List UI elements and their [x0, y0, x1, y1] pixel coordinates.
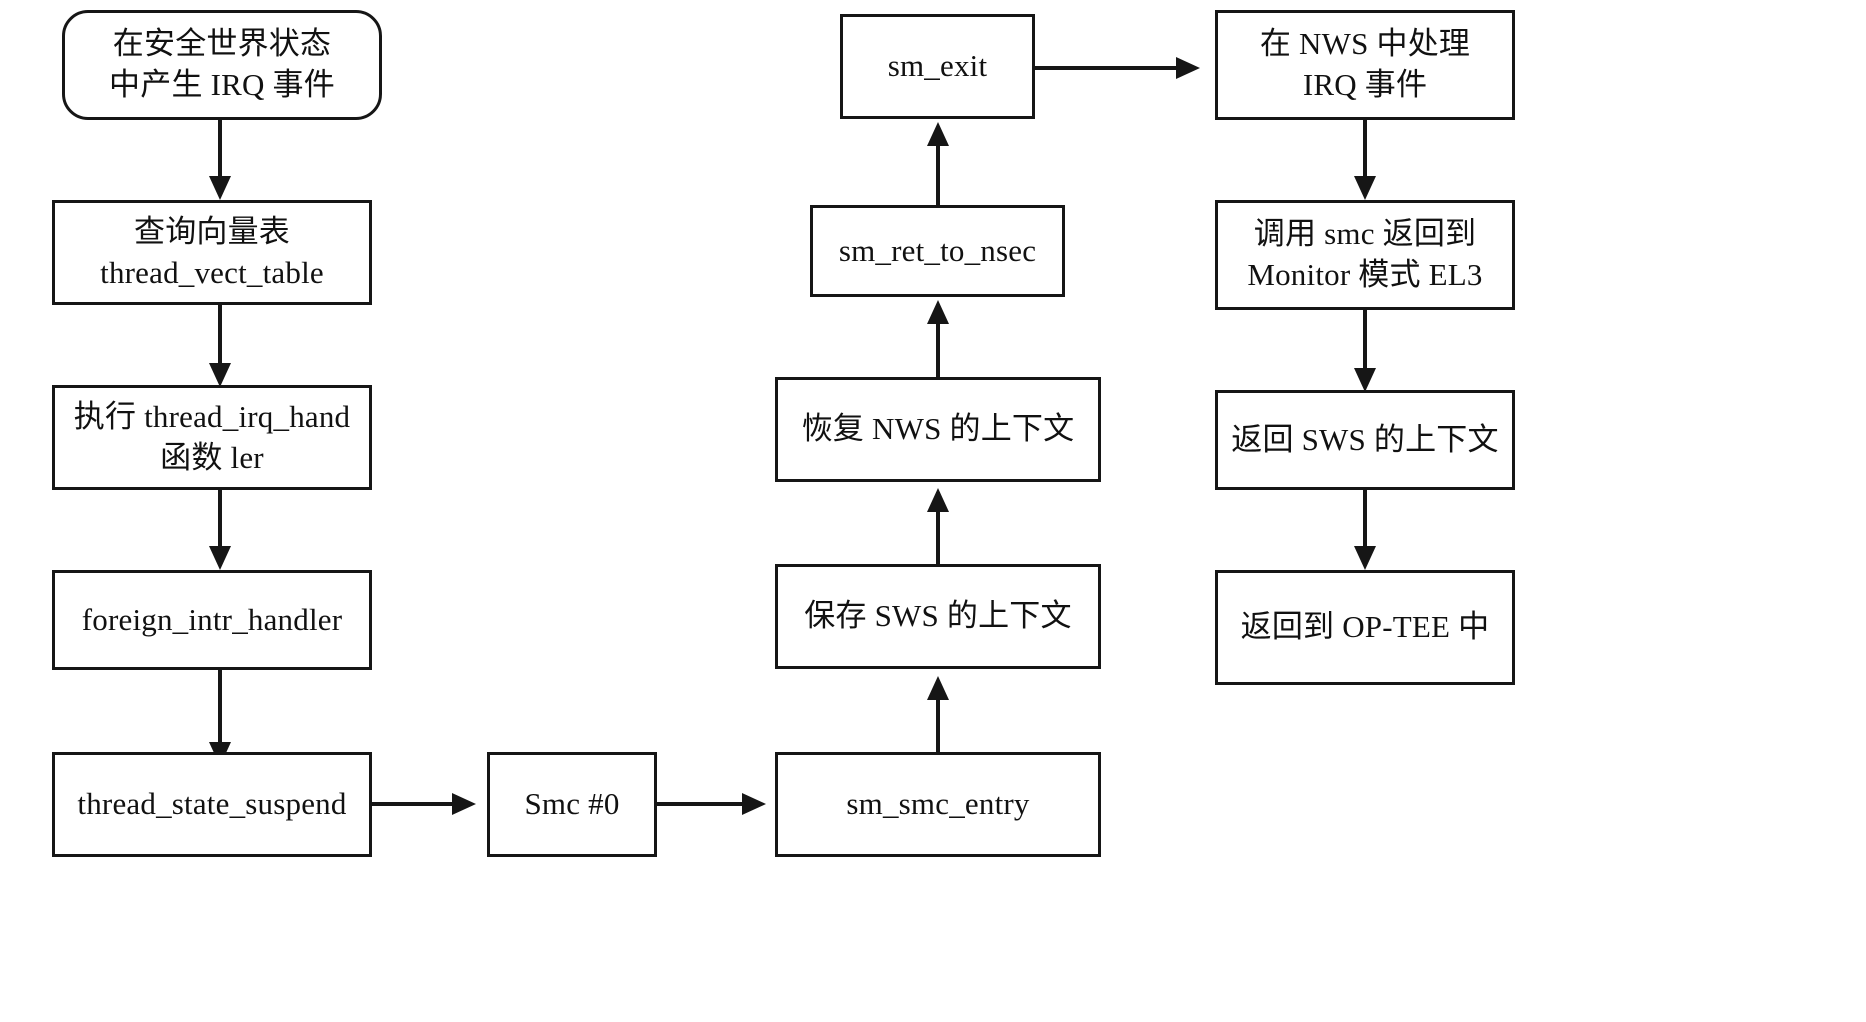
edge-n6-n7 — [657, 802, 747, 806]
edge-n7-n8 — [936, 682, 940, 752]
arrowhead-down-icon — [209, 363, 231, 387]
arrowhead-down-icon — [1354, 546, 1376, 570]
edge-n5-n6 — [372, 802, 458, 806]
arrowhead-down-icon — [1354, 176, 1376, 200]
arrowhead-down-icon — [209, 176, 231, 200]
node-line: 查询向量表 — [134, 213, 290, 249]
node-call-smc-return-monitor[interactable]: 调用 smc 返回到 Monitor 模式 EL3 — [1215, 200, 1515, 310]
arrowhead-right-icon — [452, 793, 476, 815]
node-line: sm_exit — [887, 48, 988, 84]
edge-n8-n9 — [936, 492, 940, 564]
arrowhead-down-icon — [1354, 368, 1376, 392]
node-restore-nws-context[interactable]: 恢复 NWS 的上下文 — [775, 377, 1101, 482]
node-line: 保存 SWS 的上下文 — [804, 598, 1072, 634]
node-line: 执行 thread_irq_hand — [73, 398, 351, 434]
edge-n13-n14 — [1363, 310, 1367, 374]
node-line: sm_ret_to_nsec — [838, 232, 1037, 268]
arrowhead-up-icon — [927, 122, 949, 146]
arrowhead-up-icon — [927, 676, 949, 700]
arrowhead-right-icon — [742, 793, 766, 815]
node-return-to-optee[interactable]: 返回到 OP-TEE 中 — [1215, 570, 1515, 685]
node-query-vector-table[interactable]: 查询向量表 thread_vect_table — [52, 200, 372, 305]
node-return-sws-context[interactable]: 返回 SWS 的上下文 — [1215, 390, 1515, 490]
arrowhead-up-icon — [927, 300, 949, 324]
node-line: 返回 SWS 的上下文 — [1231, 421, 1499, 457]
edge-n14-n15 — [1363, 490, 1367, 552]
arrowhead-up-icon — [927, 488, 949, 512]
node-sm-ret-to-nsec[interactable]: sm_ret_to_nsec — [810, 205, 1065, 297]
node-sm-exit[interactable]: sm_exit — [840, 14, 1035, 119]
node-line: 函数 ler — [160, 439, 264, 475]
node-line: thread_state_suspend — [77, 786, 347, 822]
node-line: Smc #0 — [524, 786, 620, 822]
arrowhead-down-icon — [209, 546, 231, 570]
node-line: sm_smc_entry — [846, 786, 1030, 822]
node-line: Monitor 模式 EL3 — [1247, 257, 1483, 292]
node-line: 返回到 OP-TEE 中 — [1240, 609, 1490, 645]
node-irq-in-secure-world[interactable]: 在安全世界状态 中产生 IRQ 事件 — [62, 10, 382, 120]
node-line: 恢复 NWS 的上下文 — [801, 411, 1075, 447]
edge-n3-n4 — [218, 490, 222, 552]
node-foreign-intr-handler[interactable]: foreign_intr_handler — [52, 570, 372, 670]
node-handle-irq-in-nws[interactable]: 在 NWS 中处理 IRQ 事件 — [1215, 10, 1515, 120]
node-thread-irq-handler[interactable]: 执行 thread_irq_hand 函数 ler — [52, 385, 372, 490]
node-smc-zero[interactable]: Smc #0 — [487, 752, 657, 857]
node-line: 中产生 IRQ 事件 — [109, 67, 335, 102]
edge-n4-n5 — [218, 670, 222, 748]
node-line: foreign_intr_handler — [81, 601, 343, 637]
node-line: 在 NWS 中处理 — [1259, 26, 1471, 62]
node-line: 在安全世界状态 — [112, 26, 332, 62]
edge-n10-n11 — [936, 128, 940, 206]
node-line: IRQ 事件 — [1302, 67, 1428, 102]
edge-n11-n12 — [1035, 66, 1180, 70]
node-sm-smc-entry[interactable]: sm_smc_entry — [775, 752, 1101, 857]
node-line: thread_vect_table — [100, 254, 324, 290]
node-line: 调用 smc 返回到 — [1253, 216, 1477, 252]
edge-n2-n3 — [218, 305, 222, 369]
node-thread-state-suspend[interactable]: thread_state_suspend — [52, 752, 372, 857]
node-save-sws-context[interactable]: 保存 SWS 的上下文 — [775, 564, 1101, 669]
edge-n1-n2 — [218, 120, 222, 182]
arrowhead-right-icon — [1176, 57, 1200, 79]
edge-n9-n10 — [936, 306, 940, 377]
edge-n12-n13 — [1363, 120, 1367, 182]
